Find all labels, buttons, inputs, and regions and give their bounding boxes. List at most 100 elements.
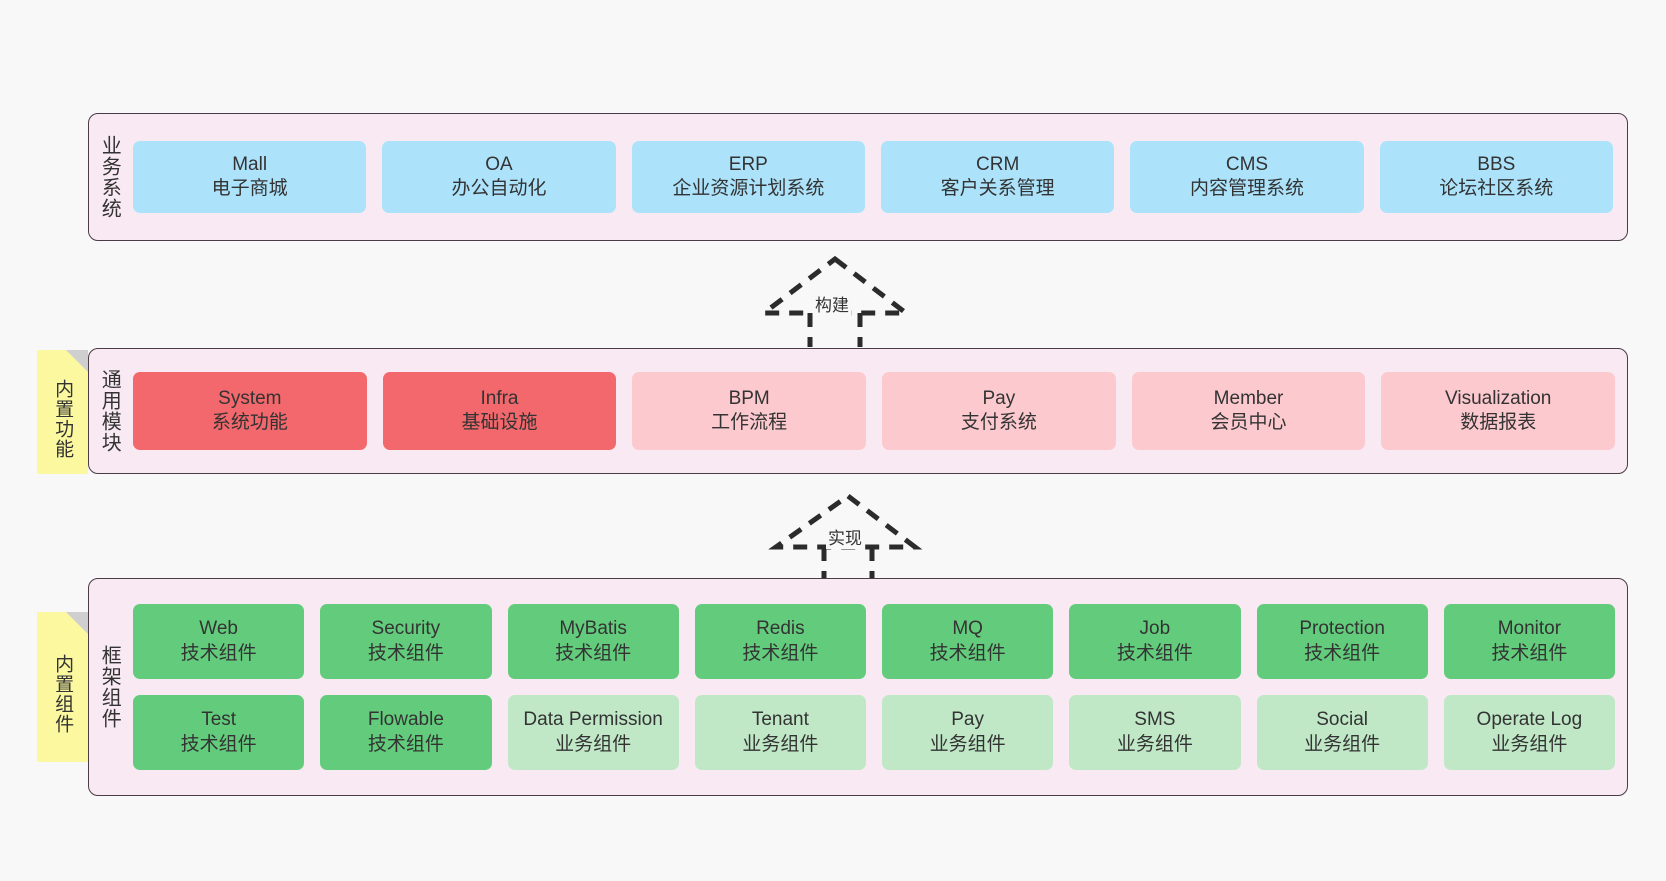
framework-cell-mq[interactable]: MQ 技术组件 [882,604,1054,679]
dashed-stem [821,547,875,578]
cell-subtitle: 会员中心 [1210,412,1287,433]
cell-subtitle: 技术组件 [929,642,1006,664]
framework-cell-tenant[interactable]: Tenant 业务组件 [694,695,866,770]
business-cell-crm[interactable]: CRM 客户关系管理 [880,141,1115,213]
cell-title: System [218,387,282,409]
note-builtin-features: 内置功能 [37,350,88,474]
cell-title: Infra [480,387,519,409]
cell-title: CRM [976,153,1020,175]
business-cell-oa[interactable]: OA 办公自动化 [382,141,616,213]
band-label-framework-components: 框架组件 [98,645,121,729]
cell-subtitle: 技术组件 [555,642,632,664]
framework-cell-mybatis[interactable]: MyBatis 技术组件 [507,604,679,679]
cell-subtitle: 电子商城 [211,178,288,199]
band-label-common-modules: 通用模块 [98,369,121,453]
framework-cell-sms[interactable]: SMS 业务组件 [1069,695,1241,770]
dashed-stem [807,313,863,347]
module-cell-bpm[interactable]: BPM 工作流程 [632,372,867,450]
band-label-business-systems: 业务系统 [98,135,121,219]
band-business-systems: 业务系统 Mall 电子商城 OA 办公自动化 ERP 企业资源计划系统 CRM [88,113,1628,241]
module-cell-infra[interactable]: Infra 基础设施 [382,372,617,450]
cell-subtitle: 客户关系管理 [940,178,1055,199]
cell-subtitle: 业务组件 [929,733,1006,755]
cell-subtitle: 业务组件 [1116,733,1193,755]
module-cell-member[interactable]: Member 会员中心 [1131,372,1366,450]
cell-subtitle: 业务组件 [1304,733,1381,755]
cell-subtitle: 技术组件 [180,642,257,664]
cell-subtitle: 业务组件 [742,733,819,755]
cell-title: Member [1213,387,1284,409]
cell-title: Tenant [751,709,809,731]
framework-cell-social[interactable]: Social 业务组件 [1256,695,1428,770]
cell-subtitle: 技术组件 [742,642,819,664]
cell-title: ERP [728,153,768,175]
cell-subtitle: 基础设施 [461,412,538,433]
module-cell-visualization[interactable]: Visualization 数据报表 [1381,372,1616,450]
common-modules-row: System 系统功能 Infra 基础设施 BPM 工作流程 Pay 支付系统… [133,372,1616,450]
note-text: 内置功能 [52,379,74,459]
framework-cell-job[interactable]: Job 技术组件 [1069,604,1241,679]
cell-title: Web [199,618,238,640]
framework-tech-row: Web 技术组件 Security 技术组件 MyBatis 技术组件 Redi… [133,604,1615,679]
framework-cell-flowable[interactable]: Flowable 技术组件 [320,695,492,770]
cell-title: Security [371,618,441,640]
cell-subtitle: 技术组件 [367,642,444,664]
cell-subtitle: 技术组件 [1491,642,1568,664]
framework-cell-test[interactable]: Test 技术组件 [133,695,305,770]
framework-cell-web[interactable]: Web 技术组件 [133,604,305,679]
business-cell-mall[interactable]: Mall 电子商城 [133,141,367,213]
cell-title: OA [485,153,513,175]
cell-subtitle: 系统功能 [211,412,288,433]
cell-title: Pay [982,387,1016,409]
cell-title: Flowable [367,709,444,731]
cell-title: Redis [756,618,805,640]
cell-title: Operate Log [1476,709,1583,731]
business-cell-erp[interactable]: ERP 企业资源计划系统 [631,141,865,213]
note-fold-icon [66,350,88,372]
framework-cell-operate-log[interactable]: Operate Log 业务组件 [1443,695,1615,770]
cell-title: Monitor [1497,618,1562,640]
cell-subtitle: 企业资源计划系统 [672,178,825,199]
connector-implement-label: 实现 [826,524,864,549]
cell-subtitle: 业务组件 [1491,733,1568,755]
cell-title: SMS [1134,709,1176,731]
cell-title: Data Permission [523,709,663,731]
cell-subtitle: 支付系统 [960,412,1037,433]
business-cell-cms[interactable]: CMS 内容管理系统 [1130,141,1364,213]
note-text: 内置组件 [52,654,74,734]
business-cell-bbs[interactable]: BBS 论坛社区系统 [1379,141,1613,213]
cell-title: Social [1316,709,1368,731]
module-cell-pay[interactable]: Pay 支付系统 [882,372,1116,450]
framework-cell-protection[interactable]: Protection 技术组件 [1256,604,1428,679]
cell-title: Test [201,709,237,731]
framework-cell-redis[interactable]: Redis 技术组件 [694,604,866,679]
band-framework-components: 框架组件 Web 技术组件 Security 技术组件 MyBatis 技术组件… [88,578,1628,796]
band-body-framework-components: Web 技术组件 Security 技术组件 MyBatis 技术组件 Redi… [129,579,1627,795]
cell-title: MQ [952,618,983,640]
framework-business-row: Test 技术组件 Flowable 技术组件 Data Permission … [133,695,1615,770]
business-systems-row: Mall 电子商城 OA 办公自动化 ERP 企业资源计划系统 CRM 客户关系… [133,141,1613,213]
framework-cell-monitor[interactable]: Monitor 技术组件 [1443,604,1615,679]
cell-subtitle: 办公自动化 [451,178,547,199]
framework-cell-pay[interactable]: Pay 业务组件 [882,695,1054,770]
cell-subtitle: 技术组件 [1304,642,1381,664]
note-fold-icon [66,612,88,634]
cell-subtitle: 内容管理系统 [1189,178,1304,199]
connector-build: 构建 [755,255,915,347]
module-cell-system[interactable]: System 系统功能 [133,372,367,450]
cell-subtitle: 数据报表 [1460,412,1537,433]
cell-subtitle: 论坛社区系统 [1439,178,1554,199]
cell-title: Visualization [1445,387,1552,409]
note-builtin-components: 内置组件 [37,612,88,762]
cell-title: Pay [951,709,984,731]
cell-title: Mall [232,153,268,175]
framework-cell-security[interactable]: Security 技术组件 [320,604,492,679]
cell-title: MyBatis [559,618,627,640]
cell-title: Protection [1299,618,1385,640]
band-body-business-systems: Mall 电子商城 OA 办公自动化 ERP 企业资源计划系统 CRM 客户关系… [129,114,1627,240]
hollow-triangle-head [756,255,914,316]
band-body-common-modules: System 系统功能 Infra 基础设施 BPM 工作流程 Pay 支付系统… [129,349,1627,473]
framework-cell-data-permission[interactable]: Data Permission 业务组件 [507,695,679,770]
cell-title: Job [1139,618,1171,640]
